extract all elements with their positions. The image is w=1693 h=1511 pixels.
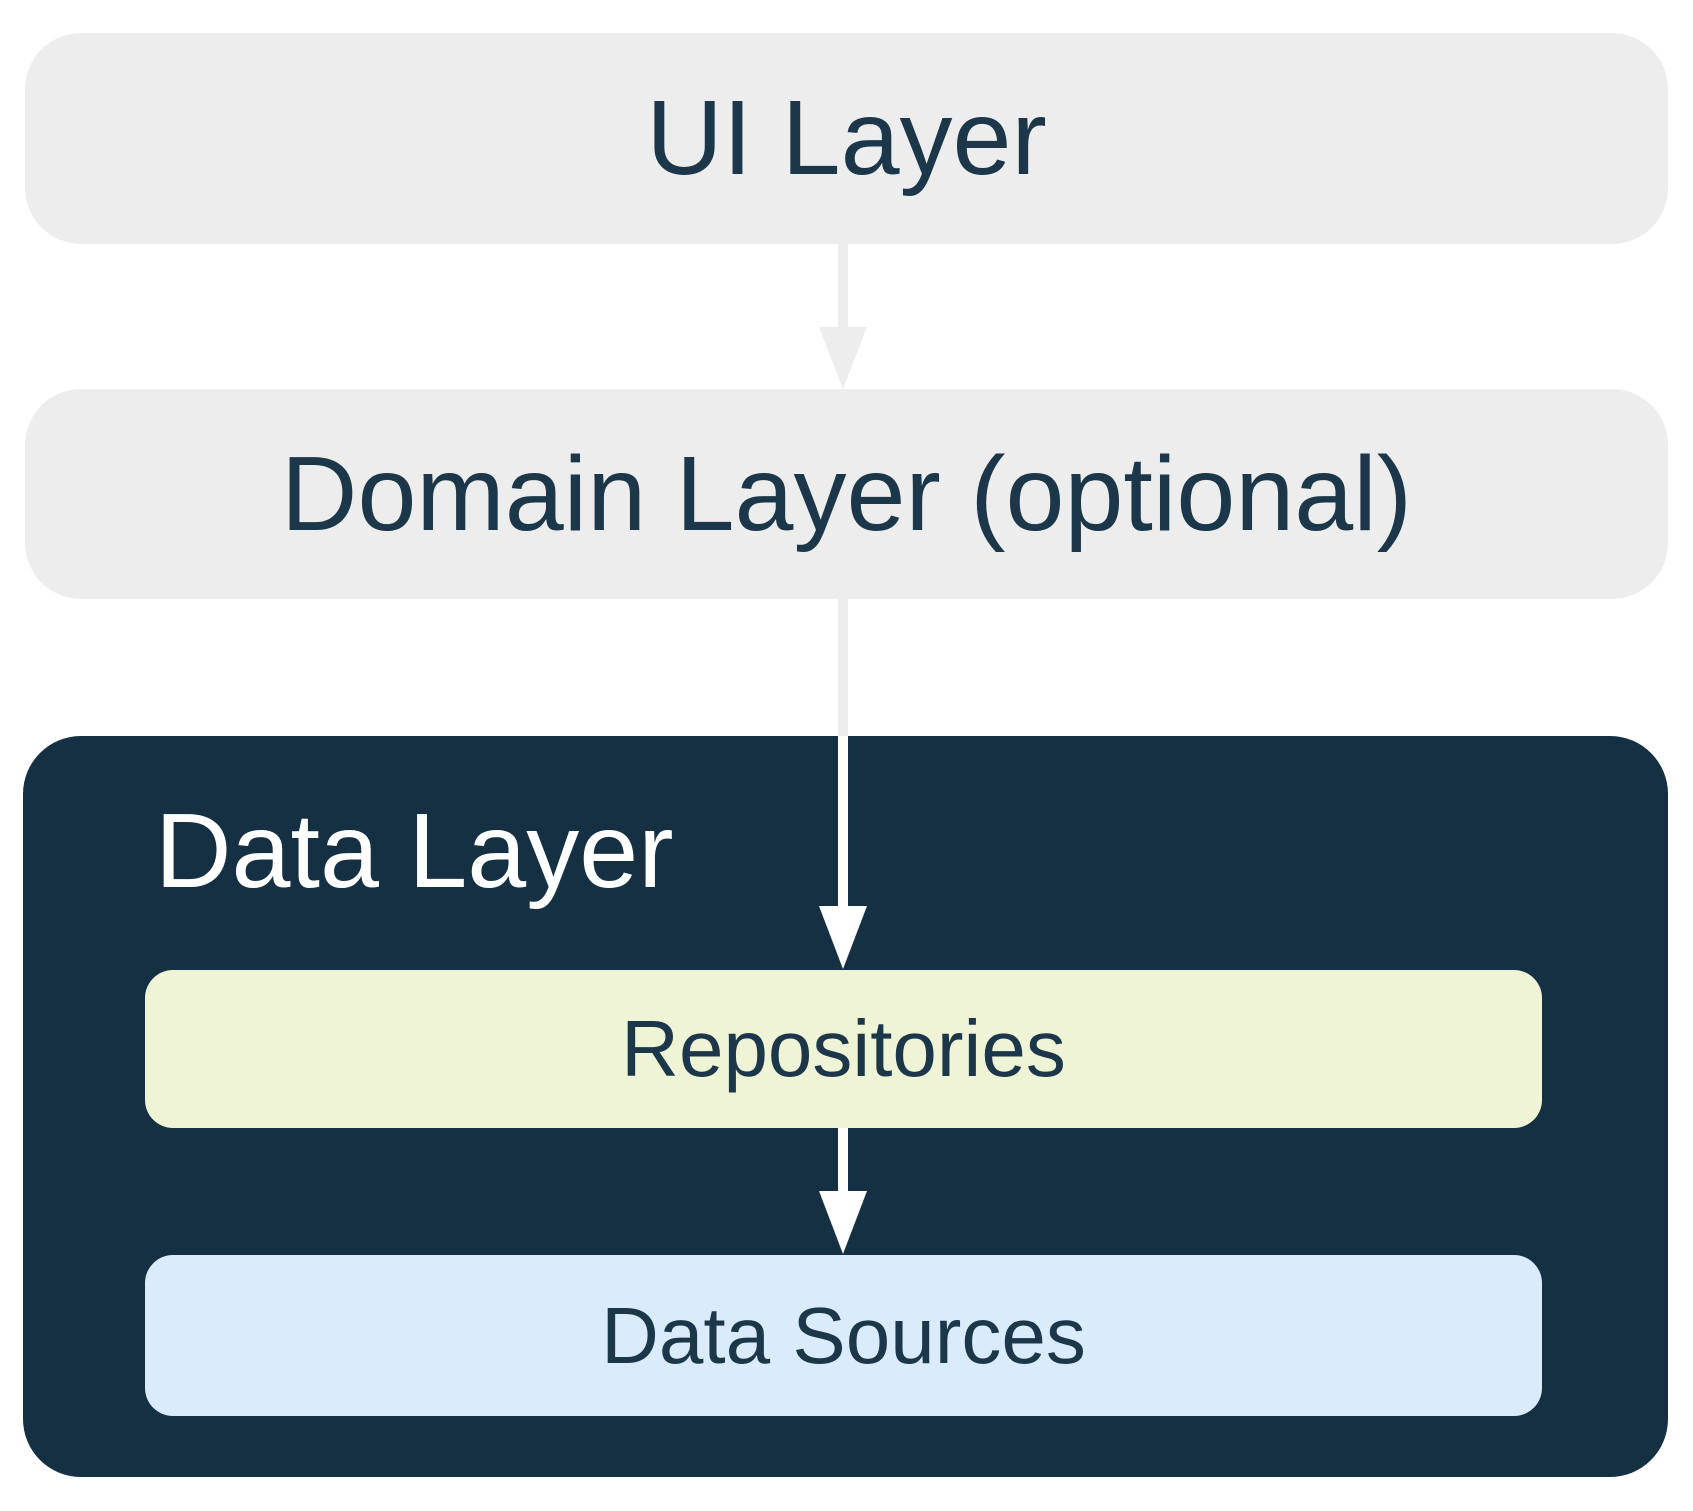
- arrow-line: [838, 599, 848, 736]
- data-sources-box: Data Sources: [145, 1255, 1542, 1416]
- arrow-line: [838, 1128, 848, 1191]
- arrow-down-head-icon: [819, 1191, 867, 1254]
- data-layer-label: Data Layer: [155, 792, 674, 910]
- arrow-down-head-icon: [819, 906, 867, 969]
- ui-layer-label: UI Layer: [646, 79, 1047, 197]
- arrow-down-head-icon: [819, 327, 867, 389]
- arrow-line: [838, 736, 848, 906]
- repositories-box: Repositories: [145, 970, 1542, 1128]
- ui-layer-box: UI Layer: [25, 33, 1668, 244]
- repositories-label: Repositories: [621, 1004, 1066, 1093]
- arrow-line: [838, 244, 848, 327]
- domain-layer-label: Domain Layer (optional): [280, 434, 1413, 553]
- data-sources-label: Data Sources: [601, 1290, 1086, 1380]
- domain-layer-box: Domain Layer (optional): [25, 389, 1668, 599]
